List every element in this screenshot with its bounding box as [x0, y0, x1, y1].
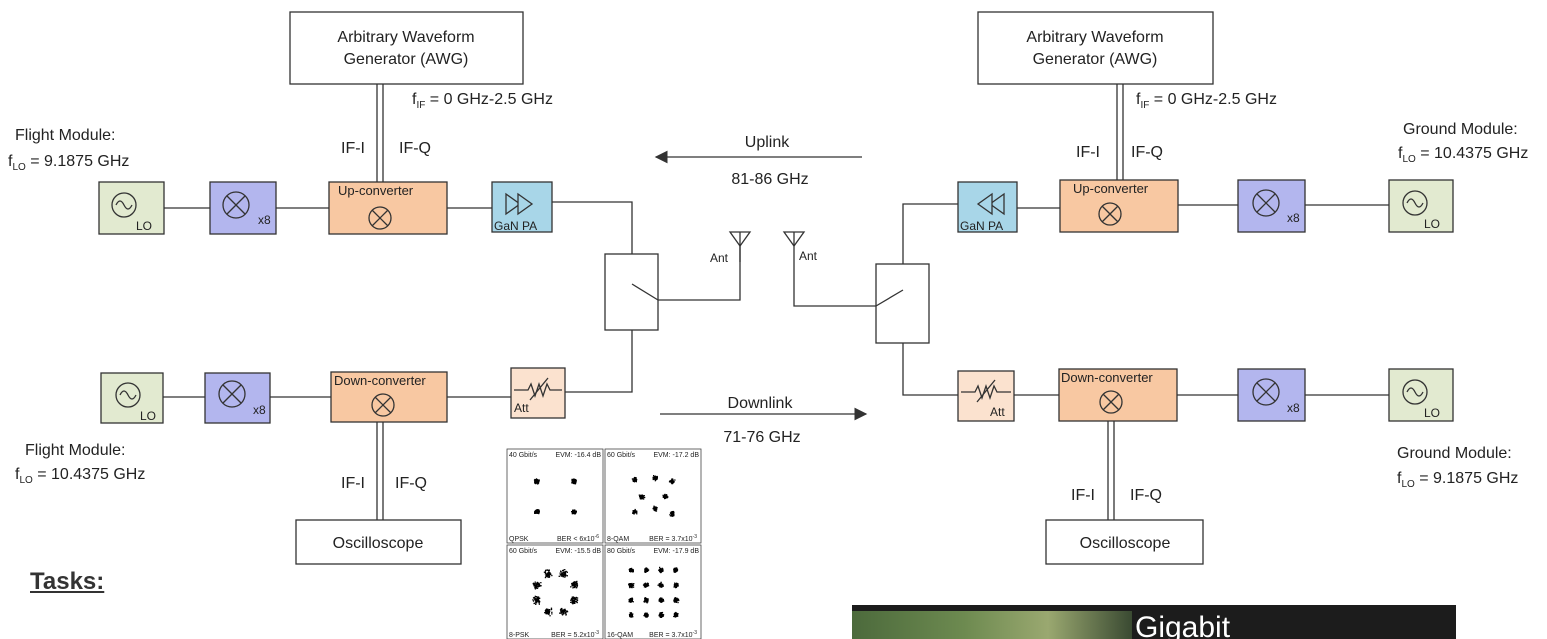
- right-ifi-top: IF-I: [1076, 144, 1100, 161]
- constellation-frame: [506, 544, 604, 639]
- left-top-multiplier: [209, 181, 277, 235]
- constellation-panel: 80 Gbit/s EVM: -17.9 dB 16-QAM BER = 3.7x10…: [604, 544, 702, 639]
- right-attenuator: [957, 370, 1015, 422]
- downlink-label: Downlink: [728, 395, 794, 412]
- right-pa-label: GaN PA: [960, 219, 1003, 233]
- left-tr-switch: [604, 253, 659, 331]
- left-att-label: Att: [514, 401, 529, 415]
- ground-top-flo: fLO = 10.4375 GHz: [1398, 145, 1528, 165]
- left-oscilloscope-label: Oscilloscope: [333, 535, 424, 552]
- left-ifi-bot: IF-I: [341, 475, 365, 492]
- tasks-heading: Tasks:: [30, 568, 105, 595]
- constellation-modulation: 8-PSK: [509, 632, 530, 639]
- ground-bot-title: Ground Module:: [1397, 445, 1512, 462]
- flight-top-title: Flight Module:: [15, 127, 116, 144]
- right-ground-module: [782, 11, 1454, 565]
- right-downconverter-label: Down-converter: [1061, 370, 1153, 385]
- right-att-label: Att: [990, 405, 1005, 419]
- downlink-band: 71-76 GHz: [723, 429, 800, 446]
- uplink-label: Uplink: [745, 134, 790, 151]
- constellation-rate: 40 Gbit/s: [509, 452, 538, 459]
- constellation-ber: BER = 3.7x10-3: [649, 534, 697, 543]
- constellation-rate: 60 Gbit/s: [607, 452, 636, 459]
- left-downconverter-label: Down-converter: [334, 373, 426, 388]
- constellation-evm: EVM: -17.9 dB: [653, 548, 699, 555]
- right-upconverter: [1059, 179, 1179, 233]
- left-top-x8: x8: [258, 213, 271, 227]
- photo-caption: Gigabit: [1135, 611, 1231, 639]
- constellation-panel: 40 Gbit/s EVM: -16.4 dB QPSK BER < 6x10-6: [506, 448, 604, 544]
- right-ifq-top: IF-Q: [1131, 144, 1163, 161]
- right-fif-label: fIF = 0 GHz-2.5 GHz: [1136, 91, 1277, 111]
- constellation-frame: [604, 544, 702, 639]
- left-ant-label: Ant: [710, 251, 729, 265]
- ground-bot-flo: fLO = 9.1875 GHz: [1397, 470, 1518, 490]
- left-ifi-top: IF-I: [341, 140, 365, 157]
- left-awg-line1: Arbitrary Waveform: [337, 29, 474, 46]
- constellation-modulation: 8-QAM: [607, 536, 629, 543]
- left-top-lo: [98, 181, 165, 235]
- left-bottom-lo: [100, 372, 164, 424]
- left-antenna-icon: [728, 231, 752, 262]
- right-awg-line1: Arbitrary Waveform: [1026, 29, 1163, 46]
- left-upconverter-label: Up-converter: [338, 183, 414, 198]
- constellation-frame: [506, 448, 604, 544]
- right-bottom-multiplier: [1237, 368, 1306, 422]
- left-ifq-top: IF-Q: [399, 140, 431, 157]
- constellation-ber: BER = 3.7x10-3: [649, 630, 697, 639]
- right-oscilloscope-box: [1045, 519, 1204, 565]
- right-oscilloscope-label: Oscilloscope: [1080, 535, 1171, 552]
- constellation-modulation: 16-QAM: [607, 632, 633, 639]
- right-top-x8: x8: [1287, 211, 1300, 225]
- left-pa-label: GaN PA: [494, 219, 537, 233]
- uplink-band: 81-86 GHz: [731, 171, 808, 188]
- circuit-board-image: [852, 611, 1132, 639]
- constellation-evm: EVM: -16.4 dB: [555, 452, 601, 459]
- left-flight-module: [98, 11, 752, 565]
- constellation-evm: EVM: -17.2 dB: [653, 452, 699, 459]
- constellation-panel: 60 Gbit/s EVM: -15.5 dB 8-PSK BER = 5.2x10-…: [506, 544, 604, 639]
- constellation-panel: 60 Gbit/s EVM: -17.2 dB 8-QAM BER = 3.7x10-…: [604, 448, 702, 544]
- constellation-modulation: QPSK: [509, 536, 529, 543]
- flight-bot-flo: fLO = 10.4375 GHz: [15, 466, 145, 486]
- right-awg-box: [977, 11, 1214, 85]
- right-top-lo-label: LO: [1424, 217, 1440, 231]
- flight-top-flo: fLO = 9.1875 GHz: [8, 153, 129, 173]
- constellation-rate: 80 Gbit/s: [607, 548, 636, 555]
- constellation-rate: 60 Gbit/s: [509, 548, 538, 555]
- left-bottom-x8: x8: [253, 403, 266, 417]
- right-ifi-bot: IF-I: [1071, 487, 1095, 504]
- left-fif-label: fIF = 0 GHz-2.5 GHz: [412, 91, 553, 111]
- right-top-multiplier: [1237, 179, 1306, 233]
- ground-top-title: Ground Module:: [1403, 121, 1518, 138]
- right-tr-switch: [875, 263, 930, 344]
- constellation-ber: BER = 5.2x10-3: [551, 630, 599, 639]
- hardware-photo: Gigabit: [852, 605, 1456, 639]
- left-awg-box: [289, 11, 524, 85]
- right-bottom-x8: x8: [1287, 401, 1300, 415]
- left-awg-line2: Generator (AWG): [344, 51, 469, 68]
- right-bottom-lo-label: LO: [1424, 406, 1440, 420]
- left-bottom-multiplier: [204, 372, 271, 424]
- left-top-lo-label: LO: [136, 219, 152, 233]
- right-antenna-icon: [782, 231, 806, 262]
- left-oscilloscope-box: [295, 519, 462, 565]
- right-ifq-bot: IF-Q: [1130, 487, 1162, 504]
- right-awg-line2: Generator (AWG): [1033, 51, 1158, 68]
- left-ifq-bot: IF-Q: [395, 475, 427, 492]
- left-bottom-lo-label: LO: [140, 409, 156, 423]
- flight-bot-title: Flight Module:: [25, 442, 126, 459]
- constellation-evm: EVM: -15.5 dB: [555, 548, 601, 555]
- constellation-ber: BER < 6x10-6: [557, 534, 599, 543]
- constellation-frame: [604, 448, 702, 544]
- right-ant-label: Ant: [799, 249, 818, 263]
- right-upconverter-label: Up-converter: [1073, 181, 1149, 196]
- right-downconverter: [1058, 368, 1178, 422]
- left-attenuator: [510, 367, 566, 419]
